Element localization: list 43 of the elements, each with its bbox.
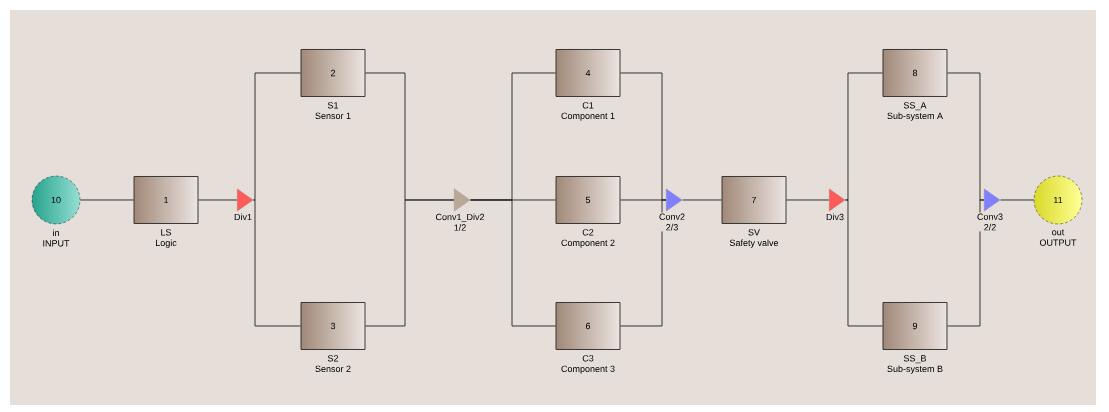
block: 7	[721, 176, 787, 224]
connector-line	[198, 199, 238, 201]
block: 2	[300, 49, 366, 97]
connector-line	[786, 199, 830, 201]
node-label: SV Safety valve	[729, 229, 779, 248]
connector-line	[253, 72, 301, 201]
triangle-symbol	[983, 188, 1001, 212]
node-label: S1 Sensor 1	[315, 102, 351, 119]
node-label: C3 Component 3	[561, 355, 615, 374]
triangle-symbol	[665, 188, 683, 212]
node-label: SS_A Sub-system A	[887, 102, 943, 121]
node-label: SS_B Sub-system B	[887, 355, 943, 374]
block: 8	[882, 49, 948, 97]
connector-line	[845, 72, 883, 201]
node-label: C1 Component 1	[561, 102, 615, 121]
node-label: Div3	[826, 213, 844, 221]
connector-line	[470, 199, 556, 327]
node-label: Conv3 2/2	[977, 213, 1003, 231]
triangle-symbol	[454, 188, 471, 212]
block: 9	[882, 302, 948, 350]
triangle-symbol	[828, 188, 846, 212]
block: 6	[555, 302, 621, 350]
node-label: LS Logic	[156, 229, 177, 248]
node-label: Conv1_Div2 1/2	[435, 213, 485, 231]
triangle-symbol	[237, 188, 254, 212]
connector-line	[253, 199, 301, 327]
connector-line	[947, 199, 985, 327]
block: 5	[555, 176, 621, 224]
connector-line	[620, 199, 667, 327]
connector-line	[79, 199, 134, 201]
connector-line	[1000, 199, 1035, 201]
connector-line	[365, 199, 455, 327]
node-label: S2 Sensor 2	[315, 355, 351, 372]
node-label: Conv2 2/3	[659, 213, 685, 231]
node-label: Div1	[234, 213, 252, 221]
node-label: C2 Component 2	[561, 229, 615, 248]
node-label: in INPUT	[43, 229, 70, 247]
connector-line	[682, 199, 722, 201]
block: 4	[555, 49, 621, 97]
node-label: out OUTPUT	[1039, 229, 1077, 246]
block: 3	[300, 302, 366, 350]
block: 1	[133, 176, 199, 224]
connector-line	[845, 199, 883, 327]
